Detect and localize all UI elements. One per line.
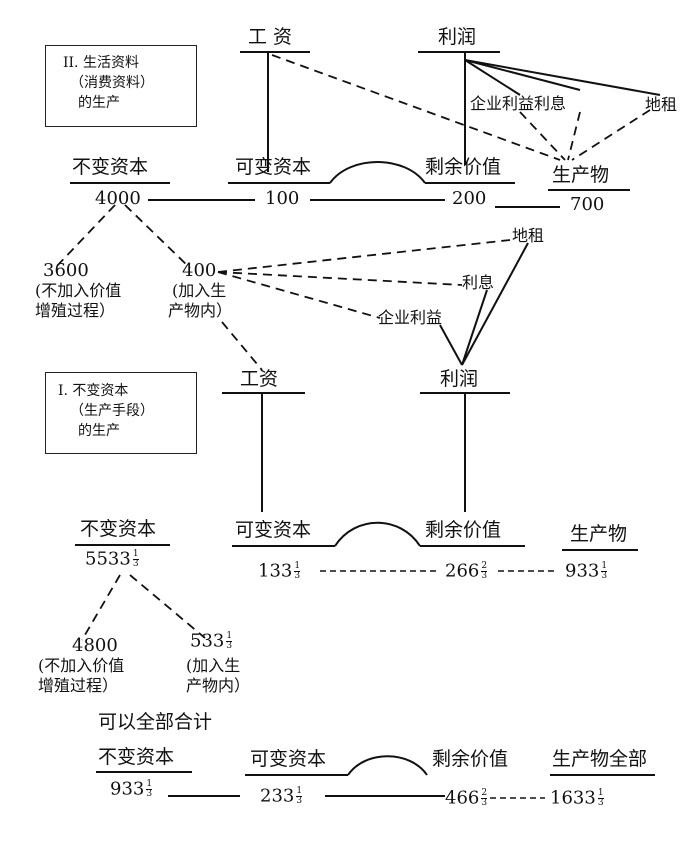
sec2-enterprise-interest-label: 企业利益利息 xyxy=(470,94,567,113)
sec2-split-a-text1: (不加入价值 xyxy=(35,281,122,300)
sec1-split-b-text1: (加入生 xyxy=(186,656,241,675)
sec2-product-label: 生产物 xyxy=(552,164,610,186)
sec2-surplus-value: 200 xyxy=(452,188,487,209)
sec1-split-a-text1: (不加入价值 xyxy=(38,656,125,675)
sec2-variable-capital-label: 可变资本 xyxy=(235,156,312,178)
sec2-split-a-text2: 增殖过程） xyxy=(35,301,116,320)
total-product-label: 生产物全部 xyxy=(552,748,648,770)
sec2-variable-value: 100 xyxy=(265,188,300,209)
sec1-split-a-text2: 增殖过程） xyxy=(38,676,119,695)
sec1-surplus-value-label: 剩余价值 xyxy=(425,519,502,541)
sec2-constant-value: 4000 xyxy=(95,188,141,209)
sec2-product-value: 700 xyxy=(570,194,605,215)
section-ii-box-line3: 的生产 xyxy=(78,95,120,111)
section-ii-box xyxy=(45,45,197,127)
sec2-profit-label: 利润 xyxy=(438,26,477,48)
sec2-surplus-value-label: 剩余价值 xyxy=(425,156,502,178)
sec1-split-b-text2: 产物内） xyxy=(186,676,251,695)
section-ii-box-line1: II. 生活资料 xyxy=(63,55,139,71)
section-i-box-line1: I. 不变资本 xyxy=(58,383,129,399)
sec2-constant-capital-label: 不变资本 xyxy=(72,156,149,178)
sec2-split-a-value: 3600 xyxy=(43,260,89,281)
total-surplus-value-label: 剩余价值 xyxy=(432,748,509,770)
sec2-ground-rent-label: 地租 xyxy=(645,95,678,114)
sec1-variable-capital-label: 可变资本 xyxy=(235,519,312,541)
total-variable-capital-label: 可变资本 xyxy=(250,748,327,770)
section-i-box-line3: 的生产 xyxy=(78,423,120,439)
sec2-interest-label-2: 利息 xyxy=(462,273,495,292)
section-i-box xyxy=(45,372,197,454)
sec2-enterprise-label-2: 企业利益 xyxy=(378,308,443,327)
sec1-product-label: 生产物 xyxy=(570,523,628,545)
sec2-rent-label-2: 地租 xyxy=(512,226,545,245)
sec1-profit-label: 利润 xyxy=(440,368,479,390)
sec1-wages-label: 工资 xyxy=(240,368,279,390)
sec2-split-b-text2: 产物内） xyxy=(168,301,233,320)
sec2-split-b-text1: (加入生 xyxy=(172,281,227,300)
sec2-wages-label: 工 资 xyxy=(248,26,293,48)
total-constant-capital-label: 不变资本 xyxy=(98,746,175,768)
sec2-split-b-value: 400 xyxy=(182,260,217,281)
section-i-box-line2: （生产手段） xyxy=(70,403,154,419)
sec1-split-a-value: 4800 xyxy=(72,635,118,656)
sec1-constant-capital-label: 不变资本 xyxy=(80,518,157,540)
total-heading: 可以全部合计 xyxy=(98,711,213,733)
section-ii-box-line2: （消费资料） xyxy=(70,75,154,91)
